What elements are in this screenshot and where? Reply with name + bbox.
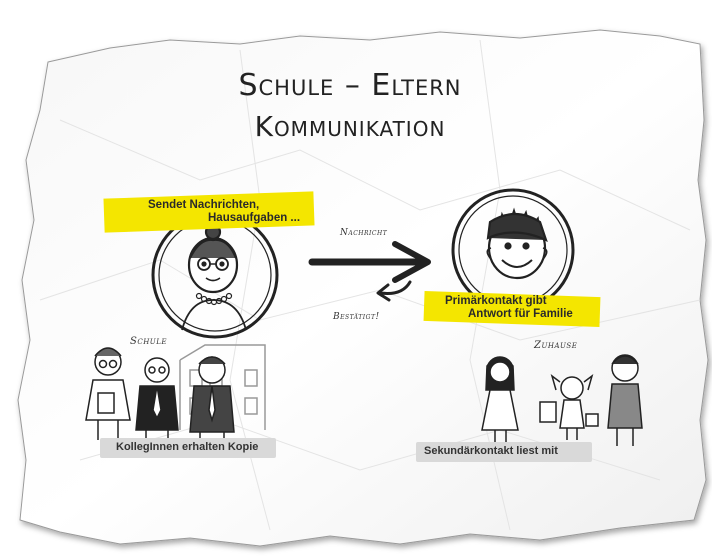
title-line-2: Kommunikation — [254, 110, 446, 143]
home-label: Zuhause — [534, 340, 578, 351]
secondary-caption-bg — [416, 442, 592, 462]
parent-bubble-line-1: Primärkontakt gibt — [445, 295, 547, 307]
parent-bubble-line-2: Antwort für Familie — [468, 308, 573, 320]
confirm-label: Bestätigt! — [333, 312, 380, 322]
school-label: Schule — [130, 336, 167, 347]
colleagues-caption: KollegInnen erhalten Kopie — [116, 441, 259, 453]
colleagues-caption-bg — [100, 438, 276, 458]
teacher-bubble-line-1: Sendet Nachrichten, — [148, 199, 260, 211]
home-group — [481, 354, 643, 446]
message-arrow — [308, 241, 431, 283]
teacher-bubble-line-2: Hausaufgaben ... — [208, 212, 301, 224]
paper-sheet — [17, 29, 709, 547]
title-line-1: Schule – Eltern — [238, 68, 462, 103]
child-portrait — [451, 188, 575, 312]
message-label: Nachricht — [340, 228, 388, 238]
confirm-arrow — [376, 280, 412, 302]
secondary-caption: Sekundärkontakt liest mit — [424, 445, 558, 457]
